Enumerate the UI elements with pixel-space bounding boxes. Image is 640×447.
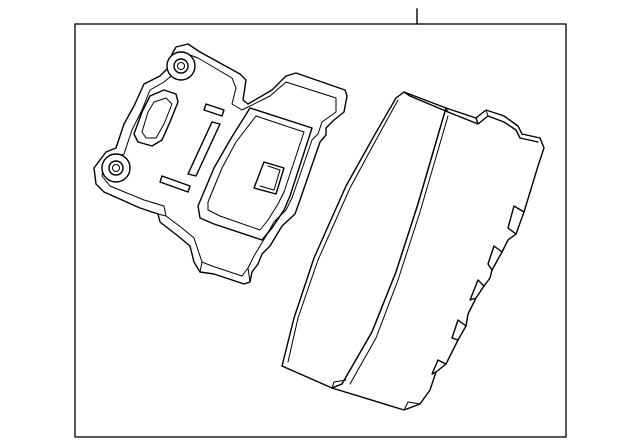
bolt-boss-bottom — [101, 153, 131, 183]
bracket-square-opening — [253, 161, 285, 195]
electronic-module — [281, 91, 545, 411]
module-side-notches — [507, 205, 525, 235]
bracket-window-frame — [197, 107, 313, 241]
module-rear-lip — [475, 117, 479, 125]
bracket-oval-pocket — [133, 89, 179, 147]
bracket-slot-lower — [159, 175, 191, 193]
bracket-outline — [93, 43, 348, 285]
module-edge-line — [349, 115, 449, 385]
bracket-slot-upper — [203, 103, 225, 117]
bolt-boss-top — [166, 51, 196, 81]
diagram-frame — [74, 23, 567, 438]
mounting-bracket — [93, 43, 348, 285]
bracket-slot-long — [187, 121, 221, 177]
module-side-face — [331, 107, 545, 411]
